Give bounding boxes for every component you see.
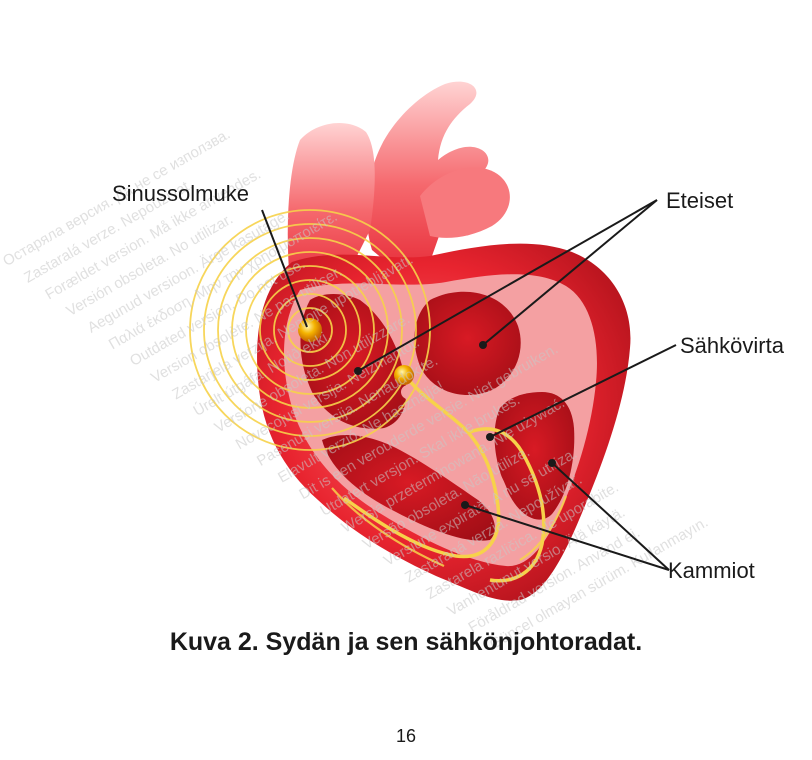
label-electric-current: Sähkövirta (680, 333, 785, 358)
leader-dot (479, 341, 487, 349)
label-atria: Eteiset (666, 188, 733, 213)
label-ventricles: Kammiot (668, 558, 755, 583)
label-sinus-node: Sinussolmuke (112, 181, 249, 206)
leader-dot (354, 367, 362, 375)
leader-dot (461, 501, 469, 509)
leader-dot (486, 433, 494, 441)
page-number: 16 (0, 726, 812, 747)
figure-caption: Kuva 2. Sydän ja sen sähkönjohtoradat. (0, 628, 812, 657)
leader-dot (548, 459, 556, 467)
